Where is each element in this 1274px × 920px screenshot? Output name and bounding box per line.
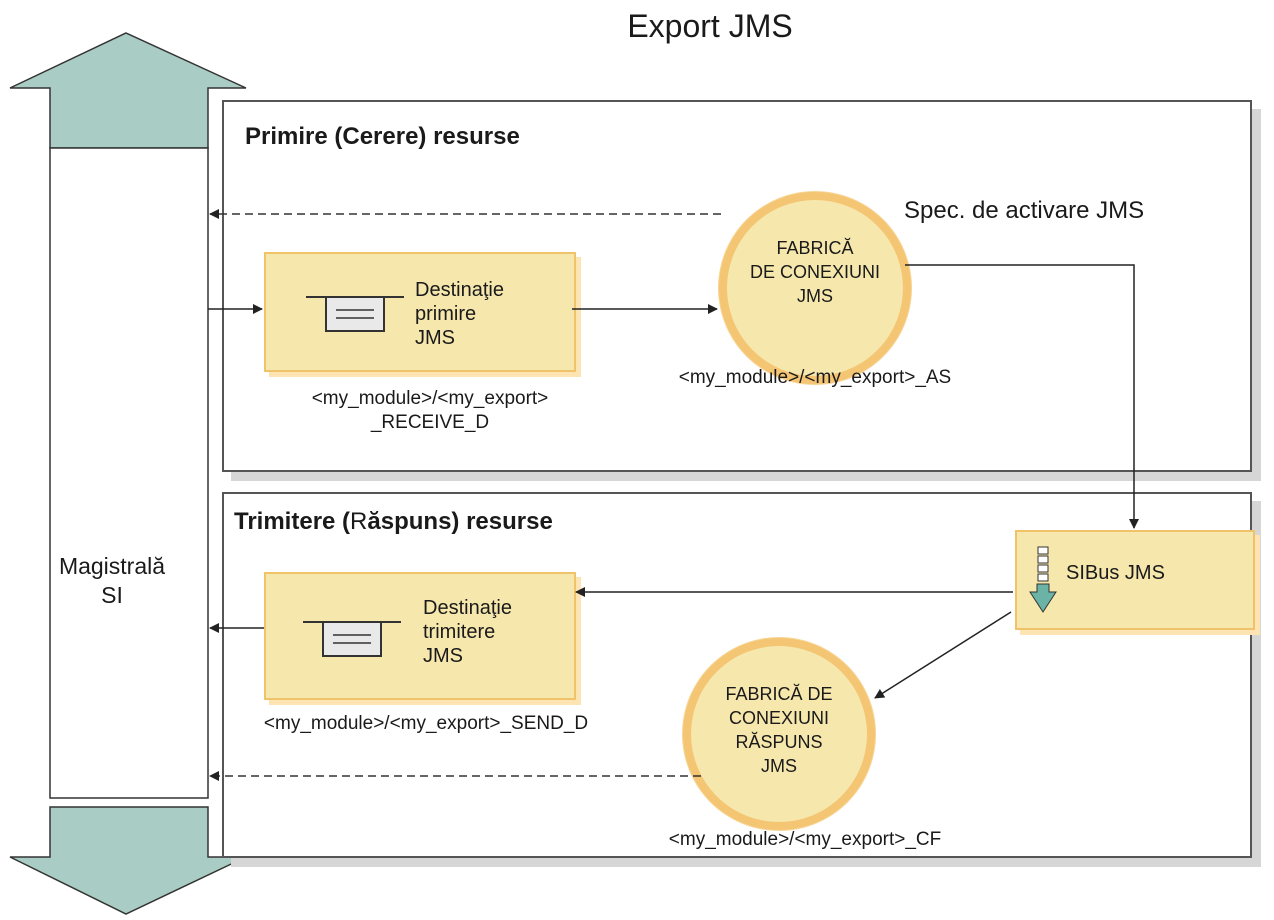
- receive-destination-jndi: <my_module>/<my_export> _RECEIVE_D: [311, 388, 549, 433]
- response-factory-jndi: <my_module>/<my_export>_CF: [668, 829, 942, 850]
- activation-factory-label: FABRICĂ DE CONEXIUNI JMS: [749, 238, 881, 306]
- sibus-to-response-factory: [874, 611, 1012, 699]
- activation-factory-circle: FABRICĂ DE CONEXIUNI JMS: [719, 192, 911, 384]
- receive-destination-label: Destinaţie primire JMS: [415, 279, 504, 349]
- send-destination-jndi: <my_module>/<my_export>_SEND_D: [263, 713, 589, 734]
- factory-to-sibus: [905, 264, 1139, 529]
- bus-down-arrow: [9, 806, 247, 915]
- response-factory-label: FABRICĂ DE CONEXIUNI RĂSPUNS JMS: [725, 684, 833, 776]
- receive-queue-icon: [306, 296, 404, 332]
- send-destination-label: Destinaţie trimitere JMS: [423, 597, 512, 667]
- sibus-queue-icon: [1029, 546, 1057, 613]
- sibus-box: [1015, 530, 1255, 630]
- send-title-part-3: ăspuns) resurse: [367, 508, 553, 535]
- diagram-title: Export JMS: [627, 8, 793, 44]
- receive-panel-title: Primire (Cerere) resurse: [245, 123, 520, 150]
- activation-spec-label: Spec. de activare JMS: [904, 197, 1145, 224]
- receive-destination-box: [264, 252, 576, 372]
- send-panel-title: Trimitere (Răspuns) resurse: [234, 508, 553, 536]
- send-title-part-1: Trimitere (: [234, 508, 351, 535]
- send-queue-icon: [303, 621, 401, 657]
- send-destination-box: [264, 572, 576, 700]
- send-title-part-2: R: [350, 508, 368, 535]
- response-factory-circle: FABRICĂ DE CONEXIUNI RĂSPUNS JMS: [683, 638, 875, 830]
- sibus-label: SIBus JMS: [1066, 562, 1165, 584]
- bus-column: [49, 147, 209, 799]
- bus-label: Magistrală SI: [58, 553, 166, 608]
- activation-factory-jndi: <my_module>/<my_export>_AS: [678, 367, 952, 388]
